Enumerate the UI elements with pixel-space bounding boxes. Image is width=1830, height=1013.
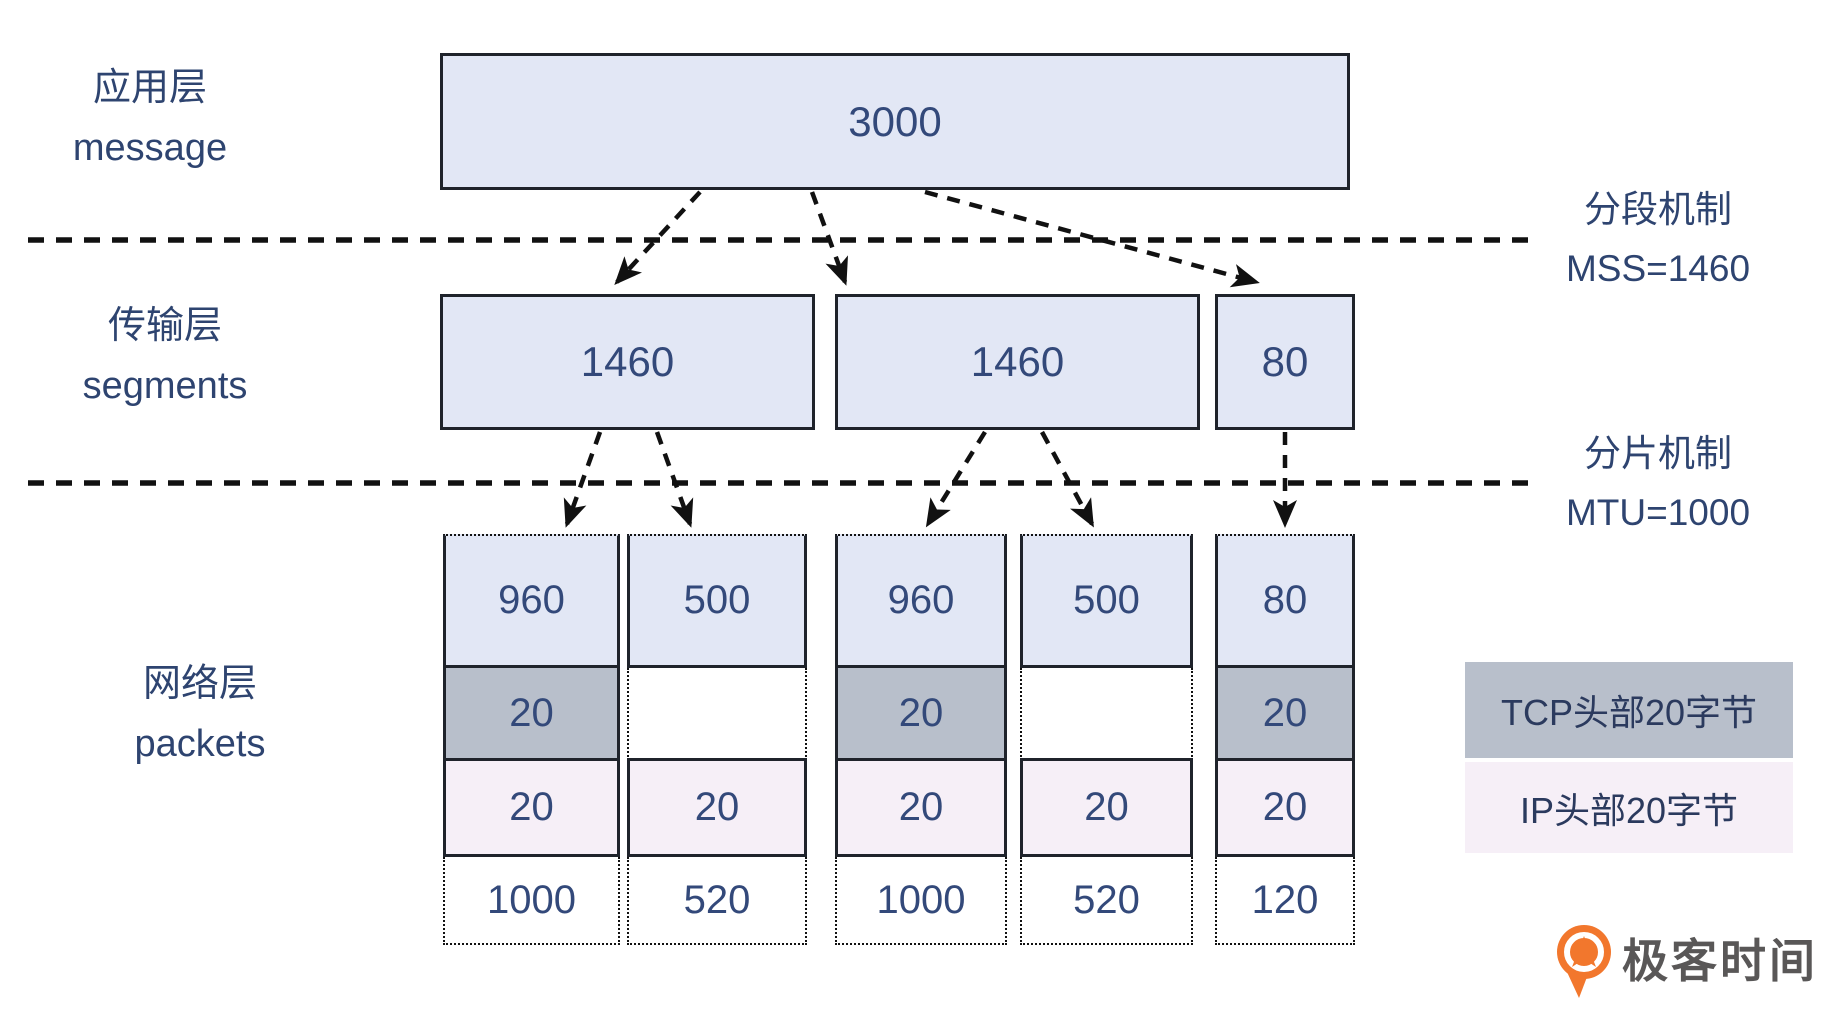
tcp-header-empty-cell [627,668,807,761]
total-cell: 1000 [443,857,620,945]
payload-cell: 500 [1020,534,1193,668]
app-layer-label-en: message [72,127,228,169]
segment-box-3: 80 [1215,294,1355,430]
transport-layer-label: 传输层 segments [45,296,285,416]
payload-cell: 500 [627,534,807,668]
network-layer-label: 网络层 packets [80,654,320,774]
ip-header-cell: 20 [443,761,620,857]
message-box-value: 3000 [848,97,942,145]
network-layer-label-en: packets [134,723,266,765]
ip-header-cell: 20 [1020,758,1193,857]
legend-ip-header: IP头部20字节 [1465,762,1793,853]
arrow-seg2-to-packet3 [925,430,987,528]
arrow-seg1-to-packet2 [654,431,694,528]
packet-column-1: 960 20 20 1000 [443,534,620,945]
arrow-msg-to-seg1 [614,190,702,285]
packet-column-5: 80 20 20 120 [1215,534,1355,945]
payload-cell: 960 [443,534,620,668]
arrow-seg1-to-packet1 [563,431,603,528]
ip-header-cell: 20 [627,758,807,857]
geektime-logo-text: 极客时间 [1622,935,1818,987]
network-layer-label-cn: 网络层 [142,663,257,705]
ip-header-cell: 20 [835,761,1007,857]
ip-header-cell: 20 [1215,761,1355,857]
tcp-header-cell: 20 [443,668,620,761]
segment-box-1: 1460 [440,294,815,430]
segmentation-note-title: 分段机制 [1584,189,1732,230]
app-layer-label: 应用层 message [30,58,270,178]
tcp-header-empty-cell [1020,668,1193,761]
arrow-msg-to-seg3 [924,189,1260,288]
fragmentation-note-title: 分片机制 [1584,433,1732,474]
transport-layer-label-cn: 传输层 [107,305,222,347]
packet-column-2: 500 20 520 [627,534,807,945]
payload-cell: 80 [1215,534,1355,668]
packet-column-4: 500 20 520 [1020,534,1193,945]
transport-layer-label-en: segments [82,365,248,407]
segment-box-2: 1460 [835,294,1200,430]
app-layer-label-cn: 应用层 [92,67,207,109]
packet-column-3: 960 20 20 1000 [835,534,1007,945]
message-box: 3000 [440,53,1350,190]
arrow-msg-to-seg2 [809,191,849,286]
geektime-logo-icon [1557,925,1611,998]
tcp-header-cell: 20 [835,668,1007,761]
segment-box-3-value: 80 [1261,338,1309,385]
payload-cell: 960 [835,534,1007,668]
fragmentation-note: 分片机制 MTU=1000 [1498,424,1818,542]
fragmentation-note-value: MTU=1000 [1565,492,1751,533]
total-cell: 520 [1020,857,1193,945]
legend-tcp-header: TCP头部20字节 [1465,662,1793,758]
segment-box-2-value: 1460 [970,338,1065,385]
total-cell: 120 [1215,857,1355,945]
segment-box-1-value: 1460 [580,338,675,385]
tcp-header-cell: 20 [1215,668,1355,761]
segmentation-note: 分段机制 MSS=1460 [1498,180,1818,298]
segmentation-note-value: MSS=1460 [1565,248,1751,289]
total-cell: 520 [627,857,807,945]
total-cell: 1000 [835,857,1007,945]
geektime-logo: 极客时间 [1556,922,1826,1008]
arrow-seg2-to-packet4 [1040,430,1094,528]
